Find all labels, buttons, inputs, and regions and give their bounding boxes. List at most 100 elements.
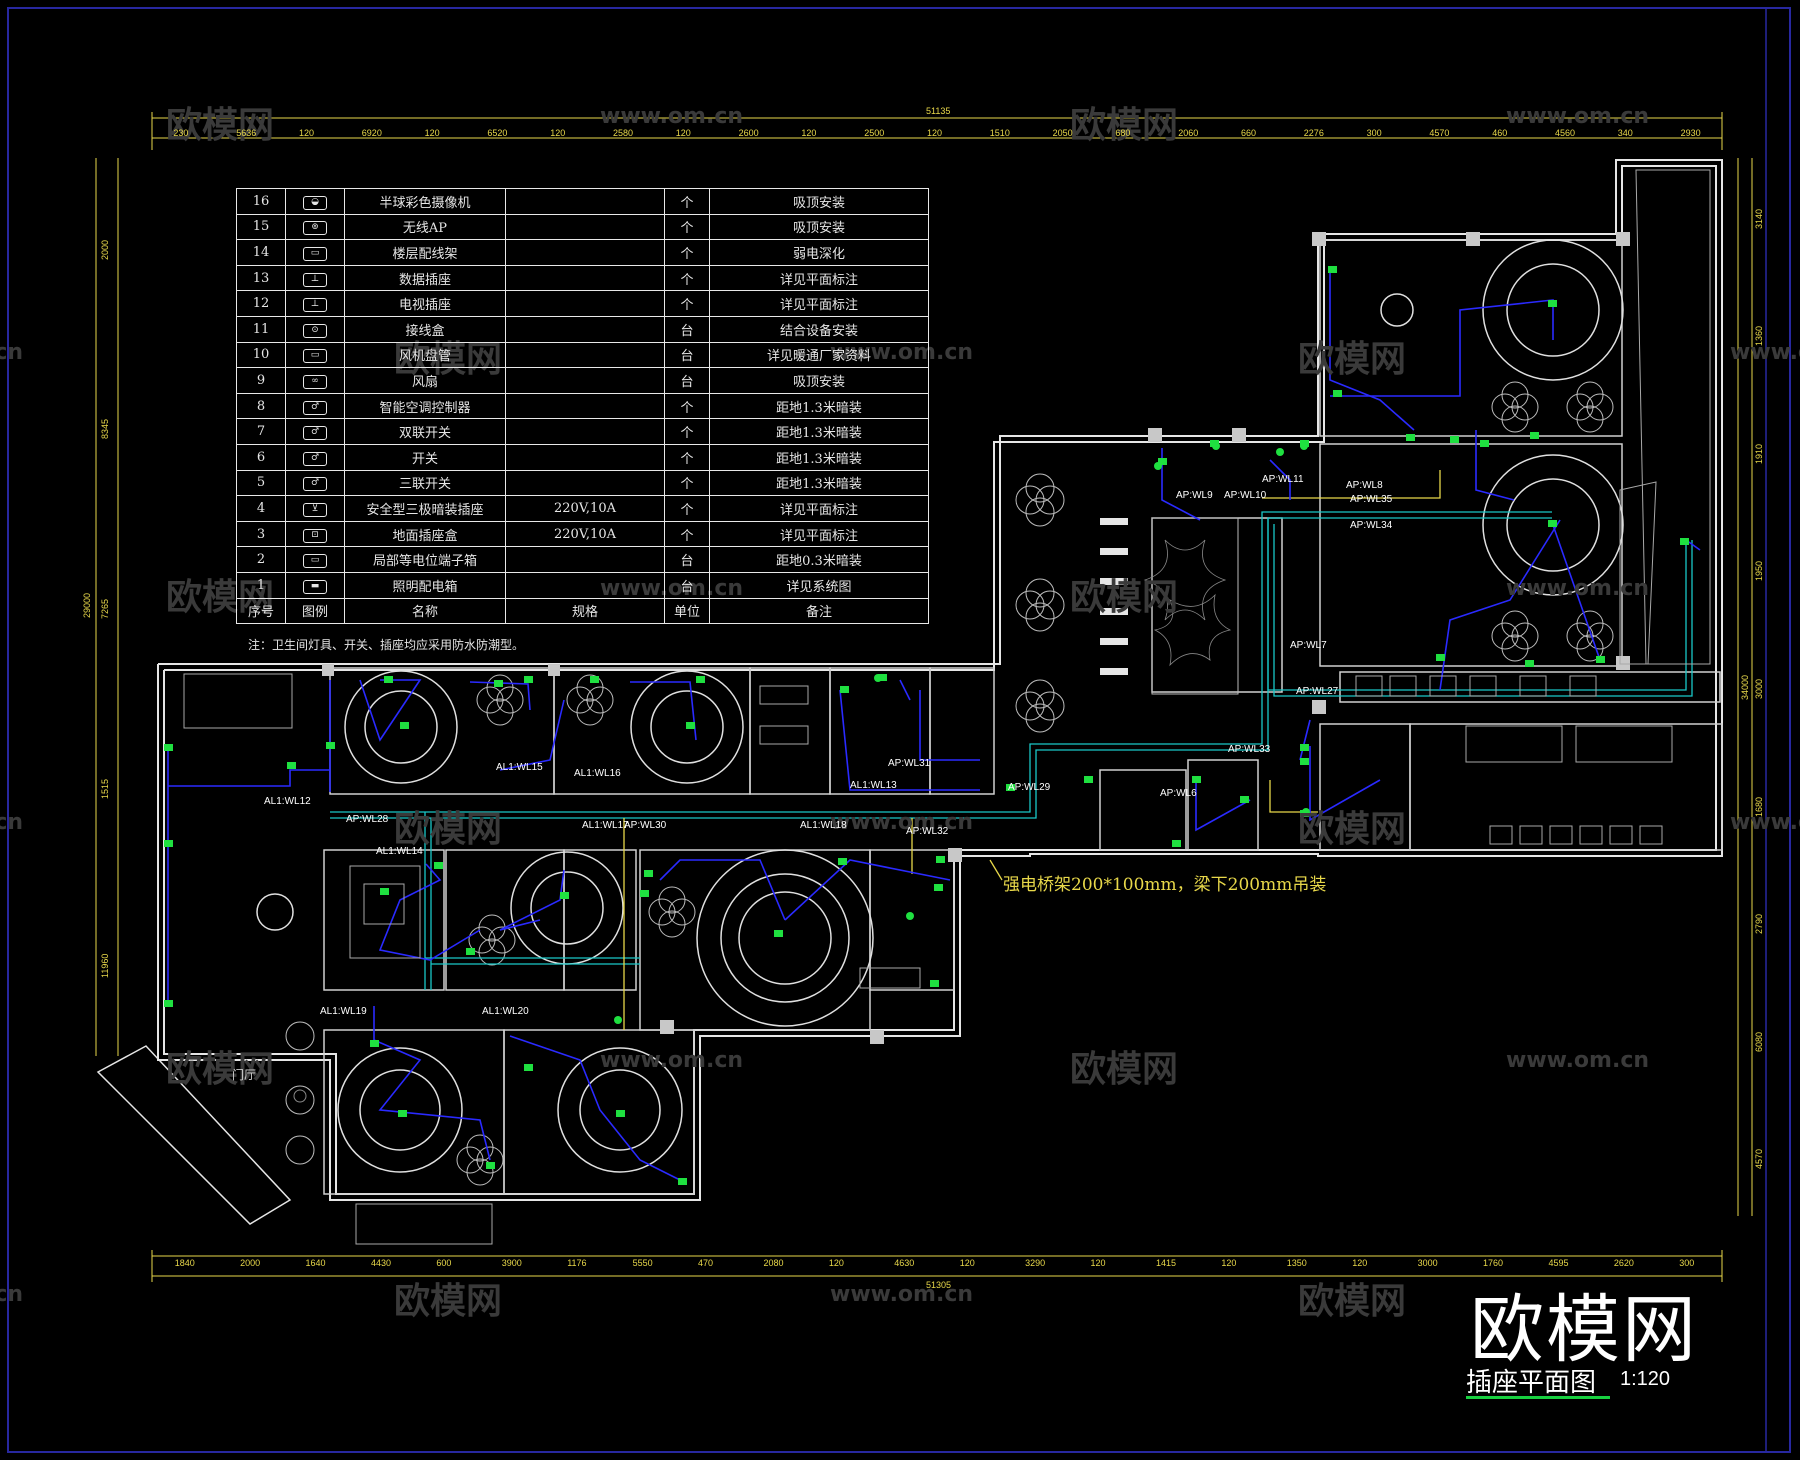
dimension-label: 1680 xyxy=(1754,796,1764,817)
legend-cell-spec xyxy=(505,367,665,394)
legend-cell-sym: ⊙ xyxy=(285,315,345,343)
legend-cell-no: 10 xyxy=(236,341,286,369)
dimension-label: 4560 xyxy=(1555,128,1576,138)
legend-cell-sym: 图例 xyxy=(285,597,345,625)
dimension-label: 120 xyxy=(675,128,691,138)
legend-cell-unit: 个 xyxy=(664,264,710,292)
legend-row: 5♂三联开关个距地1.3米暗装 xyxy=(236,469,929,497)
legend-cell-spec xyxy=(505,341,665,369)
dimension-label: 1760 xyxy=(1483,1258,1504,1268)
legend-cell-name: 风机盘管 xyxy=(344,341,506,369)
circuit-label: AP:WL7 xyxy=(1290,640,1327,651)
dimension-label: 300 xyxy=(1679,1258,1695,1268)
legend-cell-unit: 台 xyxy=(664,367,710,394)
watermark-url: www.om.cn xyxy=(1506,576,1650,601)
dimension-label: 340 xyxy=(1617,128,1633,138)
watermark-cn: 欧模网 xyxy=(166,1049,275,1090)
legend-row: 14▭楼层配线架个弱电深化 xyxy=(236,239,929,266)
circuit-label: AP:WL28 xyxy=(346,814,389,825)
dimension-label: 1950 xyxy=(1754,561,1764,582)
legend-cell-sym: ♂ xyxy=(285,418,345,445)
dimension-label: 8345 xyxy=(100,419,110,440)
legend-cell-note: 距地1.3米暗装 xyxy=(709,443,929,471)
legend-symbol-icon: ♂ xyxy=(303,400,327,415)
legend-cell-note: 距地1.3米暗装 xyxy=(709,418,929,445)
legend-cell-note: 详见系统图 xyxy=(709,571,929,599)
legend-cell-note: 弱电深化 xyxy=(709,239,929,266)
legend-cell-spec xyxy=(505,418,665,445)
legend-cell-sym: ∞ xyxy=(285,367,345,394)
dimension-label: 120 xyxy=(828,1258,844,1268)
dimension-label: 1176 xyxy=(567,1258,587,1268)
top-dimension-total: 51135 xyxy=(926,106,951,116)
legend-cell-unit: 个 xyxy=(664,495,710,522)
dimension-label: 11960 xyxy=(100,953,110,979)
circuit-label: AL1:WL20 xyxy=(482,1006,529,1017)
dimension-label: 3140 xyxy=(1754,208,1764,229)
circuit-label: AP:WL35 xyxy=(1350,494,1393,505)
legend-cell-no: 14 xyxy=(236,239,286,266)
branch-wiring xyxy=(167,270,1701,1181)
left-dimension-chain xyxy=(95,158,119,1056)
legend-cell-unit: 个 xyxy=(664,418,710,445)
dimension-label: 7265 xyxy=(100,598,110,619)
legend-cell-note: 详见平面标注 xyxy=(709,290,929,317)
dimension-label: 1510 xyxy=(989,128,1010,138)
dimension-label: 230 xyxy=(173,128,189,138)
legend-cell-spec xyxy=(505,392,665,420)
legend-cell-no: 13 xyxy=(236,264,286,292)
circuit-label: AP:WL34 xyxy=(1350,520,1393,531)
legend-cell-spec xyxy=(505,315,665,343)
top-dimension-chain xyxy=(151,112,1723,150)
legend-cell-no: 3 xyxy=(236,520,286,548)
circuit-label: AP:WL30 xyxy=(624,820,667,831)
dimension-label: 660 xyxy=(1241,128,1257,138)
legend-cell-name: 安全型三极暗装插座 xyxy=(344,495,506,522)
circuit-label: AL1:WL15 xyxy=(496,762,543,773)
dimension-label: 6080 xyxy=(1754,1031,1764,1052)
bottom-dimension-total: 51305 xyxy=(926,1280,952,1290)
legend-cell-name: 接线盒 xyxy=(344,315,506,343)
legend-row: 7♂双联开关个距地1.3米暗装 xyxy=(236,418,929,445)
circuit-label: AL1:WL12 xyxy=(264,796,311,807)
circuit-label: AL1:WL16 xyxy=(574,768,621,779)
dimension-label: 4430 xyxy=(370,1258,391,1268)
legend-symbol-icon: ▬ xyxy=(303,579,327,594)
legend-cell-note: 吸顶安装 xyxy=(709,188,929,215)
dimension-label: 1910 xyxy=(1754,443,1764,464)
legend-symbol-icon: ⊻ xyxy=(303,502,327,517)
legend-cell-no: 6 xyxy=(236,443,286,471)
legend-row: 11⊙接线盒台结合设备安装 xyxy=(236,315,929,343)
dimension-label: 4630 xyxy=(894,1258,915,1268)
dimension-label: 1640 xyxy=(305,1258,326,1268)
legend-cell-name: 名称 xyxy=(344,597,506,625)
legend-cell-spec: 220V,10A xyxy=(505,495,665,522)
dimension-label: 2050 xyxy=(1052,128,1073,138)
legend-cell-name: 电视插座 xyxy=(344,290,506,317)
dimension-label: 2930 xyxy=(1680,128,1701,138)
watermark-url: www.om.cn xyxy=(1730,340,1800,365)
furniture xyxy=(183,169,1711,1245)
legend-cell-name: 开关 xyxy=(344,443,506,471)
legend-cell-unit: 台 xyxy=(664,571,710,599)
circuit-label: AP:WL6 xyxy=(1160,788,1197,799)
cable-trays xyxy=(330,511,1693,990)
garden-texture xyxy=(1143,539,1232,667)
watermark-cn: 欧模网 xyxy=(1298,339,1407,380)
device-symbols xyxy=(164,266,1689,1185)
watermark-url: www.om.cn xyxy=(1730,810,1800,835)
dimension-label: 3900 xyxy=(501,1258,522,1268)
watermark-url: www.om.cn xyxy=(600,1048,744,1073)
columns xyxy=(322,232,1630,1044)
left-dimension-total: 29000 xyxy=(82,592,92,618)
legend-cell-note: 结合设备安装 xyxy=(709,315,929,343)
legend-cell-note: 距地1.3米暗装 xyxy=(709,392,929,420)
circuit-label: AP:WL8 xyxy=(1346,480,1383,491)
sheet-scale: 1:120 xyxy=(1620,1368,1671,1390)
legend-cell-unit: 个 xyxy=(664,443,710,471)
circuit-label: AL1:WL18 xyxy=(800,820,847,831)
